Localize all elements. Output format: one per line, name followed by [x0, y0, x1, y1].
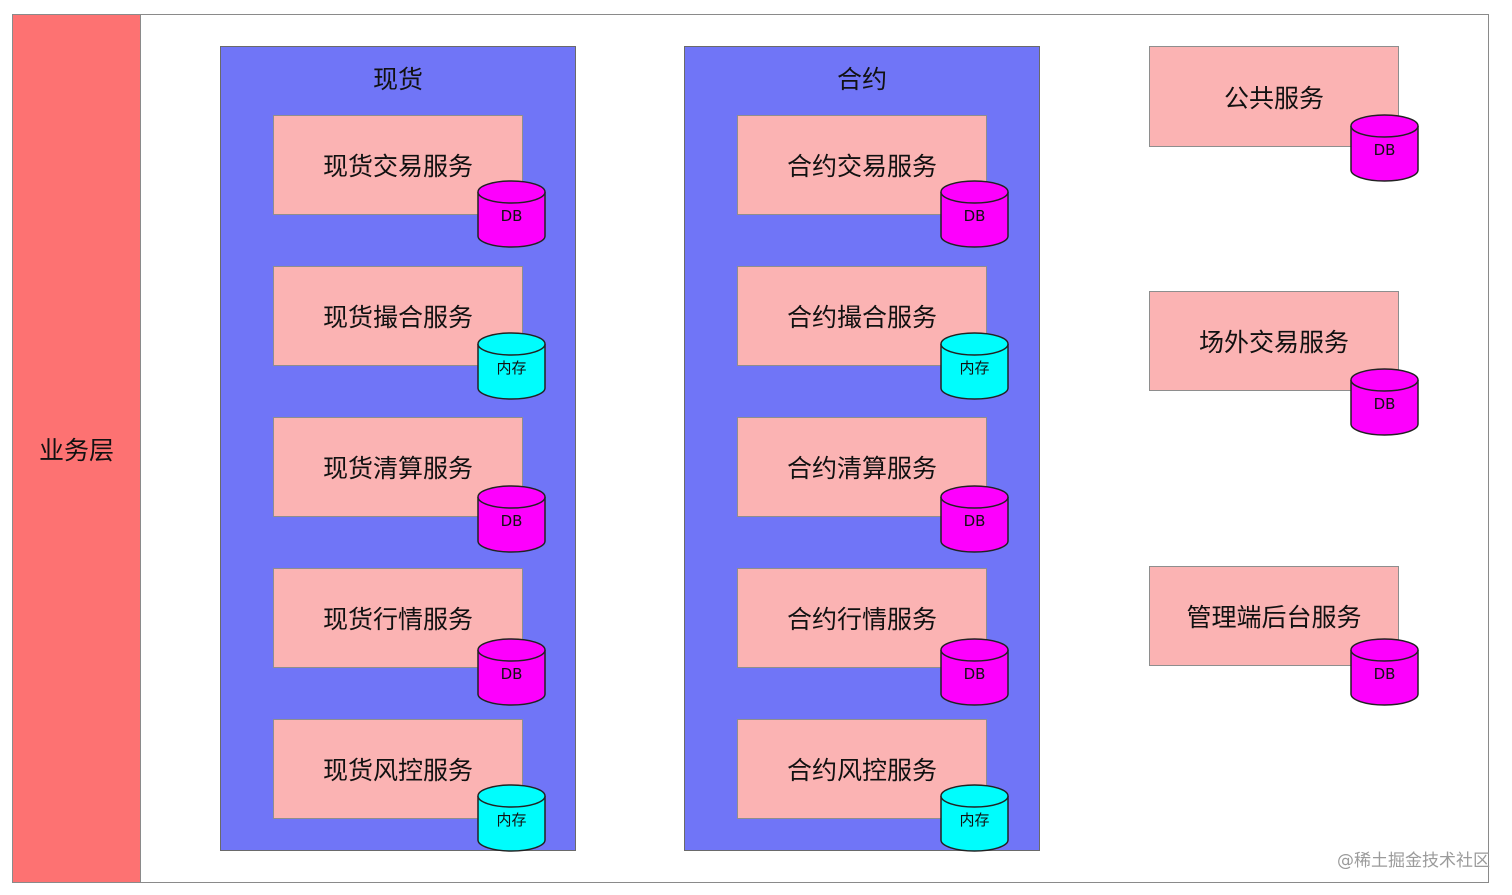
- service-box: 合约撮合服务: [737, 266, 987, 366]
- memory-cylinder-icon: 内存: [940, 784, 1009, 852]
- memory-cylinder-icon: 内存: [940, 332, 1009, 400]
- memory-cylinder-icon: 内存: [477, 332, 546, 400]
- business-layer-bar: 业务层: [12, 14, 141, 883]
- store-label: DB: [963, 665, 986, 683]
- store-label: DB: [1373, 665, 1396, 683]
- service-box: 管理端后台服务: [1149, 566, 1399, 666]
- watermark: @稀土掘金技术社区: [1337, 851, 1490, 871]
- store-label: DB: [1373, 141, 1396, 159]
- store-label: DB: [963, 512, 986, 530]
- group-title: 现货: [372, 65, 423, 94]
- database-cylinder-icon: DB: [1350, 368, 1419, 436]
- store-label: 内存: [496, 811, 527, 829]
- layer-label: 业务层: [38, 435, 114, 465]
- store-label: DB: [500, 665, 523, 683]
- service-box: 现货撮合服务: [273, 266, 523, 366]
- store-label: DB: [500, 207, 523, 225]
- database-cylinder-icon: DB: [940, 485, 1009, 553]
- store-label: 内存: [496, 359, 527, 377]
- store-label: DB: [500, 512, 523, 530]
- store-label: DB: [1373, 395, 1396, 413]
- database-cylinder-icon: DB: [1350, 638, 1419, 706]
- service-box: 合约风控服务: [737, 719, 987, 819]
- store-label: 内存: [959, 811, 990, 829]
- database-cylinder-icon: DB: [477, 485, 546, 553]
- database-cylinder-icon: DB: [1350, 114, 1419, 182]
- group-title: 合约: [836, 65, 887, 94]
- store-label: 内存: [959, 359, 990, 377]
- database-cylinder-icon: DB: [940, 638, 1009, 706]
- memory-cylinder-icon: 内存: [477, 784, 546, 852]
- database-cylinder-icon: DB: [940, 180, 1009, 248]
- database-cylinder-icon: DB: [477, 180, 546, 248]
- database-cylinder-icon: DB: [477, 638, 546, 706]
- store-label: DB: [963, 207, 986, 225]
